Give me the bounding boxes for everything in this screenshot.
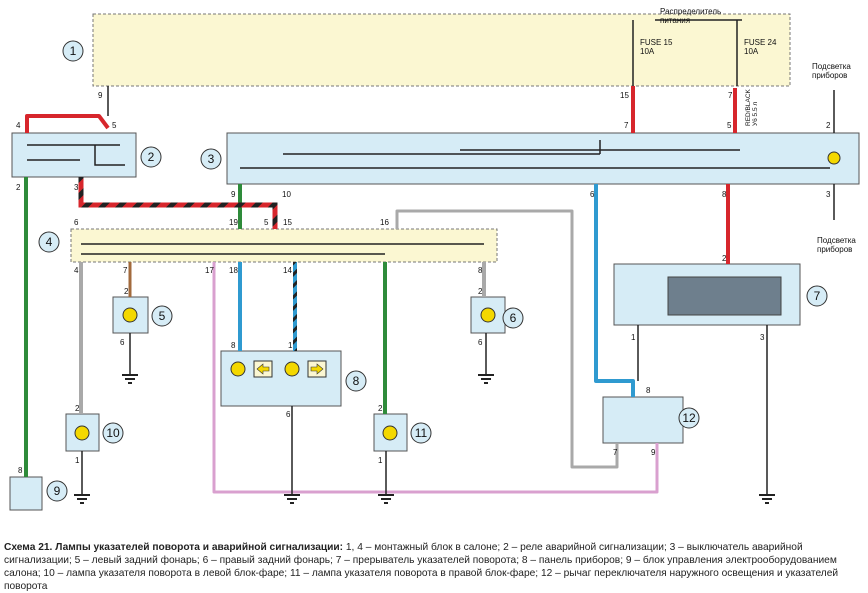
pin-label: 15 <box>283 218 292 227</box>
component-10-label: 10 <box>106 426 120 440</box>
pin-label: 1 <box>631 333 636 342</box>
wire-red-relay-top <box>25 114 110 133</box>
left-arrow-icon <box>256 363 270 375</box>
component-3-label: 3 <box>208 152 215 166</box>
lamp-icon <box>230 361 246 377</box>
pin-label: 2 <box>75 404 80 413</box>
pin-label: 6 <box>590 190 595 199</box>
lamp-icon <box>382 425 398 441</box>
ground-symbol <box>284 494 300 504</box>
pin-label: 7 <box>613 448 618 457</box>
pin-label: 8 <box>646 386 651 395</box>
wire-blue-lever <box>594 184 635 397</box>
wire-internal-4 <box>81 243 484 255</box>
figure-caption: Схема 21. Лампы указателей поворота и ав… <box>4 541 864 593</box>
pin-label: 2 <box>722 254 727 263</box>
lamp-icon <box>74 425 90 441</box>
pin-label: 1 <box>378 456 383 465</box>
pin-label: 8 <box>478 266 483 275</box>
pin-label: 4 <box>16 121 21 130</box>
component-1-label: 1 <box>70 44 77 58</box>
pin-label: 7 <box>728 91 733 100</box>
ground-symbol <box>478 374 494 384</box>
component-8-label: 8 <box>353 374 360 388</box>
pin-label: 9 <box>651 448 656 457</box>
pin-label: 6 <box>478 338 483 347</box>
pin-label: 8 <box>18 466 23 475</box>
pin-label: 2 <box>378 404 383 413</box>
right-arrow-icon <box>310 363 324 375</box>
component-12-label: 12 <box>682 411 696 425</box>
turn-lever-block-12 <box>602 396 684 444</box>
component-7-label: 7 <box>814 289 821 303</box>
wire-internal-3 <box>240 140 830 169</box>
pin-label: 6 <box>120 338 125 347</box>
component-4-label: 4 <box>46 235 53 249</box>
pin-label: 9 <box>231 190 236 199</box>
lamp-icon <box>284 361 300 377</box>
lamp-icon <box>480 307 496 323</box>
lamp-icon <box>827 151 841 165</box>
pin-label: 6 <box>74 218 79 227</box>
pin-label: 5 <box>264 218 269 227</box>
ground-symbol <box>74 494 90 504</box>
pin-label: 5 <box>727 121 732 130</box>
pin-label: 16 <box>380 218 389 227</box>
wiring-diagram: 1 2 3 4 5 6 7 8 9 10 11 12 9 15 7 4 5 2 … <box>9 7 860 511</box>
component-2-label: 2 <box>148 150 155 164</box>
ground-symbol <box>378 494 394 504</box>
component-5-label: 5 <box>159 309 166 323</box>
pin-label: 2 <box>124 287 129 296</box>
vertical-note: RED/BLACKУ6 5.5 л <box>745 88 759 126</box>
pin-label: 17 <box>205 266 214 275</box>
pin-label: 19 <box>229 218 238 227</box>
pin-label: 8 <box>231 341 236 350</box>
ground-symbol <box>759 494 775 504</box>
pin-label: 7 <box>123 266 128 275</box>
pin-label: 5 <box>112 121 117 130</box>
pin-label: 3 <box>760 333 765 342</box>
pin-label: 4 <box>74 266 79 275</box>
component-6-label: 6 <box>510 311 517 325</box>
pin-label: 8 <box>722 190 727 199</box>
wire-internal-2 <box>27 144 125 166</box>
wire-pink <box>212 262 659 494</box>
pin-label: 3 <box>826 190 831 199</box>
pin-label: 3 <box>74 183 79 192</box>
wire-gray-lever <box>395 209 619 469</box>
hazard-relay-block-2 <box>11 132 137 178</box>
pin-label: 10 <box>282 190 291 199</box>
component-11-label: 11 <box>415 426 428 440</box>
pin-label: 2 <box>826 121 831 130</box>
pin-label: 7 <box>624 121 629 130</box>
hazard-switch-block-3 <box>226 132 860 185</box>
caption-title: Схема 21. Лампы указателей поворота и ав… <box>4 542 344 553</box>
pin-label: 14 <box>283 266 292 275</box>
right-rear-lamp-box-6 <box>470 296 506 334</box>
pin-label: 1 <box>288 341 293 350</box>
pin-label: 2 <box>478 287 483 296</box>
wire-redblack <box>78 177 278 229</box>
pin-label: 1 <box>75 456 80 465</box>
ground-symbol <box>122 374 138 384</box>
pin-label: 2 <box>16 183 21 192</box>
mounting-block-1 <box>92 13 791 87</box>
instrument-panel-block-8 <box>220 350 342 407</box>
component-9-label: 9 <box>54 484 61 498</box>
interrupter-module <box>667 276 782 316</box>
pin-label: 6 <box>286 410 291 419</box>
pin-label: 18 <box>229 266 238 275</box>
body-control-unit-9 <box>9 476 43 511</box>
mounting-block-4 <box>70 228 498 263</box>
lamp-icon <box>122 307 138 323</box>
pin-label: 9 <box>98 91 103 100</box>
pin-label: 15 <box>620 91 629 100</box>
